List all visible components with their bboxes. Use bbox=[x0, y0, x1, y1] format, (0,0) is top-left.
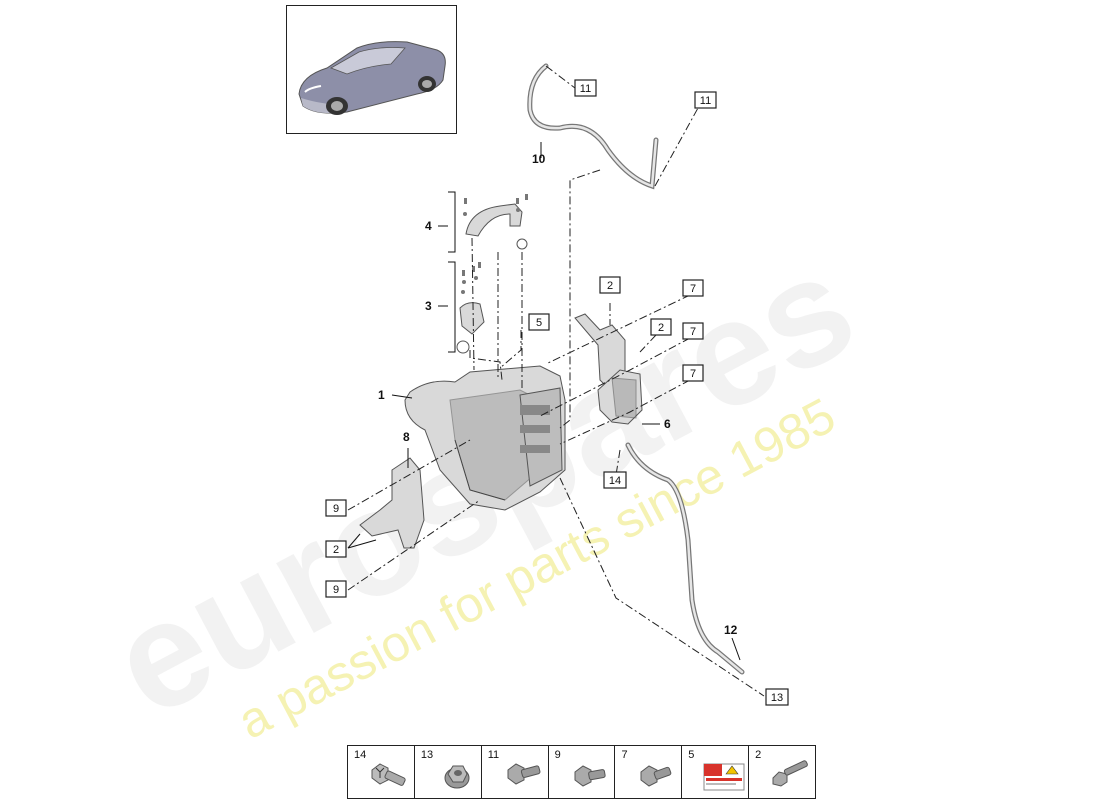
svg-text:7: 7 bbox=[690, 326, 696, 338]
svg-text:11: 11 bbox=[700, 95, 711, 107]
svg-text:9: 9 bbox=[333, 503, 339, 515]
callout-box-9b: 9 bbox=[325, 580, 347, 598]
leader-lines bbox=[347, 142, 741, 661]
flange-nut-icon bbox=[444, 765, 470, 789]
legend-cell-5: 5 bbox=[682, 746, 750, 798]
svg-text:5: 5 bbox=[536, 317, 542, 329]
hex-flange-bolt-icon bbox=[507, 763, 541, 785]
legend-num: 14 bbox=[354, 749, 367, 761]
callout-box-9a: 9 bbox=[325, 499, 347, 517]
pipe-12 bbox=[625, 442, 745, 675]
callout-box-2a: 2 bbox=[599, 276, 621, 294]
svg-text:13: 13 bbox=[771, 692, 783, 704]
callout-3: 3 bbox=[425, 299, 432, 313]
callout-box-14: 14 bbox=[603, 471, 627, 489]
legend-cell-7: 7 bbox=[615, 746, 683, 798]
pipe-10 bbox=[527, 63, 659, 190]
legend-num: 7 bbox=[621, 749, 628, 761]
car-icon bbox=[298, 41, 446, 115]
callout-1: 1 bbox=[378, 388, 385, 402]
callout-8: 8 bbox=[403, 430, 410, 444]
svg-text:11: 11 bbox=[580, 83, 591, 95]
callout-box-2c: 2 bbox=[325, 540, 347, 558]
vehicle-thumbnail bbox=[286, 5, 457, 134]
right-brackets bbox=[574, 313, 643, 425]
svg-text:9: 9 bbox=[333, 584, 339, 596]
hex-flange-bolt-icon bbox=[371, 763, 406, 786]
guide-lines bbox=[347, 65, 765, 697]
callout-box-11b: 11 bbox=[694, 91, 717, 109]
legend-num: 11 bbox=[487, 749, 500, 761]
hex-flange-bolt-icon bbox=[640, 765, 672, 787]
svg-text:7: 7 bbox=[690, 368, 696, 380]
legend-cell-2: 2 bbox=[749, 746, 815, 798]
callout-box-5: 5 bbox=[528, 313, 550, 331]
legend-num: 5 bbox=[688, 749, 695, 761]
parts-legend: 14 13 11 9 7 5 bbox=[347, 745, 816, 799]
callout-box-7b: 7 bbox=[682, 322, 704, 340]
svg-text:14: 14 bbox=[609, 475, 621, 487]
callout-12: 12 bbox=[724, 623, 738, 637]
callout-box-7a: 7 bbox=[682, 279, 704, 297]
callout-6: 6 bbox=[664, 417, 671, 431]
hex-flange-bolt-icon bbox=[574, 765, 606, 787]
main-component bbox=[404, 365, 566, 511]
left-bracket bbox=[359, 457, 425, 549]
callout-box-13: 13 bbox=[765, 688, 789, 706]
callout-4: 4 bbox=[425, 219, 432, 233]
callout-10: 10 bbox=[532, 152, 546, 166]
callout-box-2b: 2 bbox=[650, 318, 672, 336]
callout-box-11a: 11 bbox=[574, 79, 597, 97]
svg-text:2: 2 bbox=[658, 322, 664, 334]
legend-num: 13 bbox=[420, 749, 434, 761]
legend-num: 9 bbox=[554, 749, 561, 761]
legend-cell-13: 13 bbox=[415, 746, 482, 798]
legend-cell-14: 14 bbox=[348, 746, 415, 798]
svg-text:2: 2 bbox=[607, 280, 613, 292]
legend-cell-9: 9 bbox=[549, 746, 616, 798]
hex-bolt-icon bbox=[772, 760, 809, 787]
part-4-group bbox=[448, 191, 528, 253]
legend-num: 2 bbox=[755, 749, 762, 761]
legend-cell-11: 11 bbox=[482, 746, 549, 798]
svg-text:2: 2 bbox=[333, 544, 339, 556]
callout-box-7c: 7 bbox=[682, 364, 704, 382]
warning-label-icon bbox=[703, 763, 745, 791]
svg-text:7: 7 bbox=[690, 283, 696, 295]
part-3-group bbox=[448, 261, 485, 354]
